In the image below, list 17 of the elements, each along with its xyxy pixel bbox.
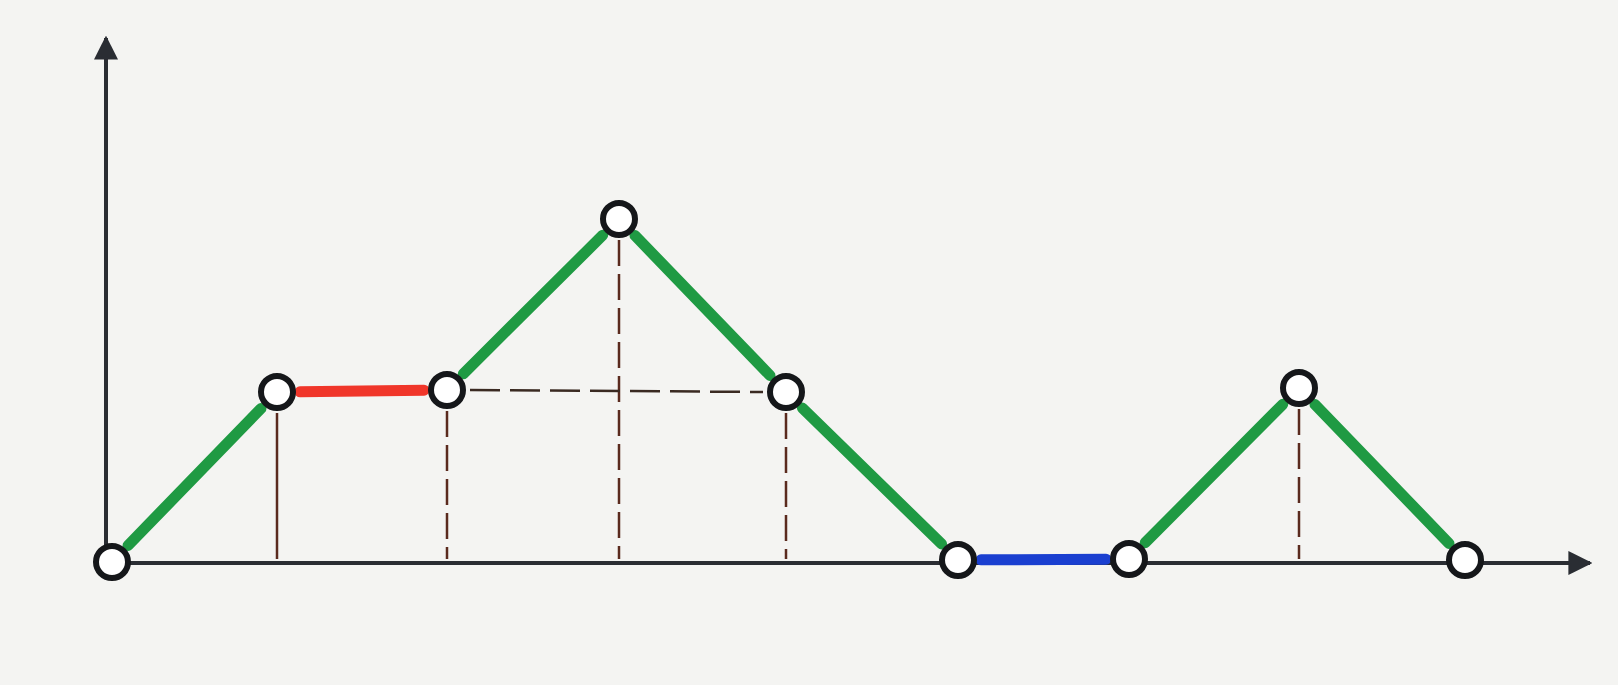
circle-node [765,371,807,413]
line-segment [294,384,430,398]
circle-node [1278,367,1320,409]
circle-node [1444,539,1486,581]
circle-node [1108,538,1150,580]
line-segment [457,229,609,380]
line-segment [629,230,776,381]
line-segment [122,403,267,551]
line-segment [1139,398,1289,549]
circle-node [91,541,133,583]
circle-node [598,198,640,240]
line-segment [1309,399,1455,549]
circle-node [937,539,979,581]
line-segment [796,402,948,550]
line-segment [975,553,1112,566]
circle-node [256,371,298,413]
circle-node [426,369,468,411]
